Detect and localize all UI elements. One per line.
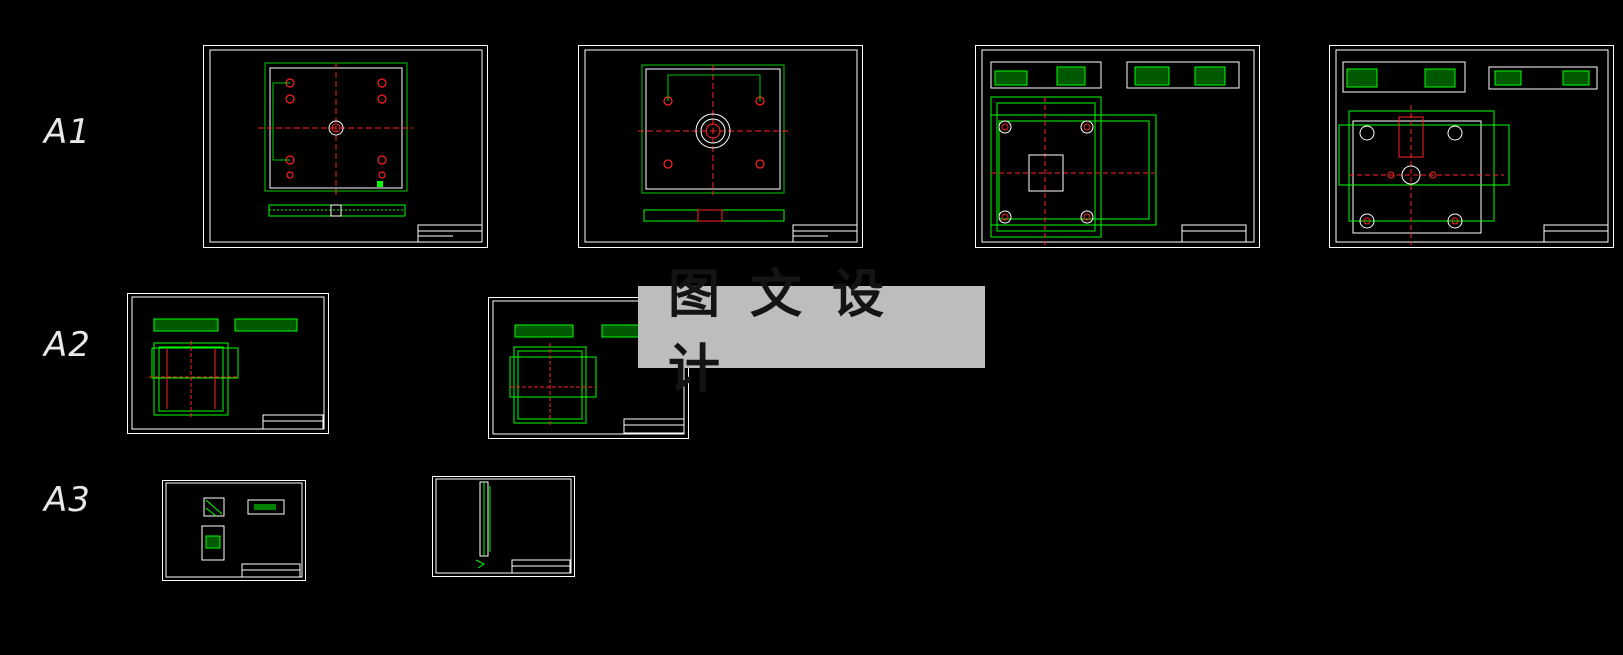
drawing-sheet-a3-1[interactable] bbox=[162, 480, 306, 581]
drawing-sheet-a2-2[interactable] bbox=[488, 297, 689, 439]
drawing-sheet-a1-3[interactable] bbox=[975, 45, 1260, 248]
watermark-text: 图文设计 bbox=[668, 264, 915, 400]
row-label-a2: A2 bbox=[44, 325, 91, 365]
drawing-sheet-a2-1[interactable] bbox=[127, 293, 329, 434]
drawing-sheet-a1-2[interactable] bbox=[578, 45, 863, 248]
drawing-sheet-a3-2[interactable] bbox=[432, 476, 575, 577]
row-label-a1: A1 bbox=[44, 112, 91, 152]
drawing-sheet-a1-4[interactable] bbox=[1329, 45, 1614, 248]
watermark-banner: 图文设计 bbox=[638, 264, 985, 400]
row-label-a3: A3 bbox=[44, 480, 91, 520]
drawing-sheet-a1-1[interactable] bbox=[203, 45, 488, 248]
